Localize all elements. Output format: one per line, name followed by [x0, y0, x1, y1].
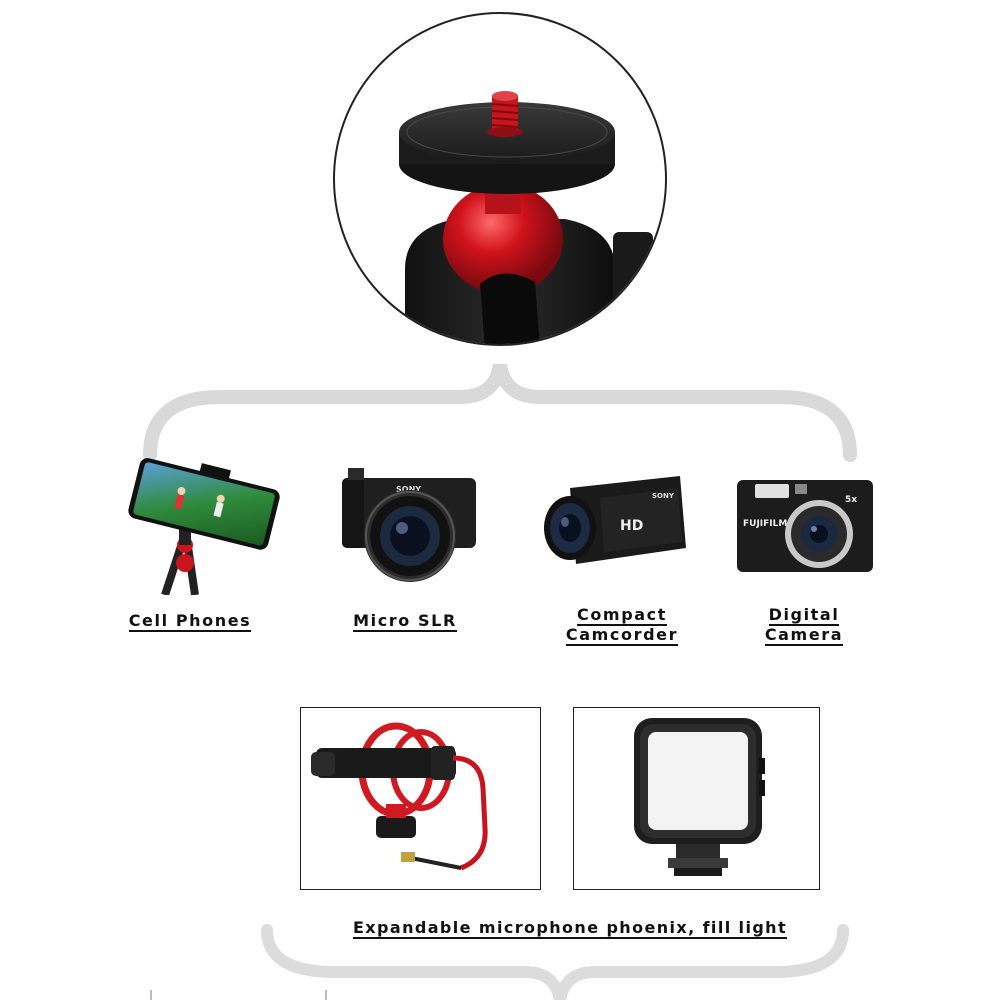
cell-phone-image	[125, 455, 285, 597]
zoom-badge: 5x	[845, 495, 857, 505]
camcorder-image: HD SONY	[540, 468, 690, 578]
label-digital-camera: Digital Camera	[764, 605, 844, 646]
upper-brace	[143, 363, 857, 462]
hd-label: HD	[620, 518, 643, 534]
phone-icon	[128, 458, 280, 597]
accessories-caption: Expandable microphone phoenix, fill ligh…	[352, 918, 788, 939]
divider-mark	[150, 990, 152, 1000]
ball-head-icon	[399, 91, 653, 344]
sony-camcorder-brand: SONY	[652, 492, 675, 500]
fill-light-icon	[634, 718, 765, 876]
digital-camera-image: FUJIFILM 5x	[735, 474, 875, 576]
camera-icon: SONY	[342, 468, 476, 582]
sony-camera-brand: SONY	[396, 485, 421, 494]
fill-light-box	[573, 707, 820, 890]
label-micro-slr: Micro SLR	[353, 611, 457, 632]
lower-brace	[261, 924, 849, 1000]
microphone-box	[300, 707, 541, 890]
label-cell-phones: Cell Phones	[128, 611, 252, 632]
camcorder-icon: HD SONY	[544, 476, 686, 564]
label-compact-camcorder: Compact Camcorder	[565, 605, 679, 646]
micro-slr-image: SONY	[338, 462, 478, 584]
divider-mark	[325, 990, 327, 1000]
microphone-icon	[311, 722, 488, 871]
fujifilm-brand: FUJIFILM	[743, 519, 787, 529]
compact-camera-icon: FUJIFILM 5x	[737, 480, 873, 572]
ball-head-closeup	[333, 12, 667, 346]
